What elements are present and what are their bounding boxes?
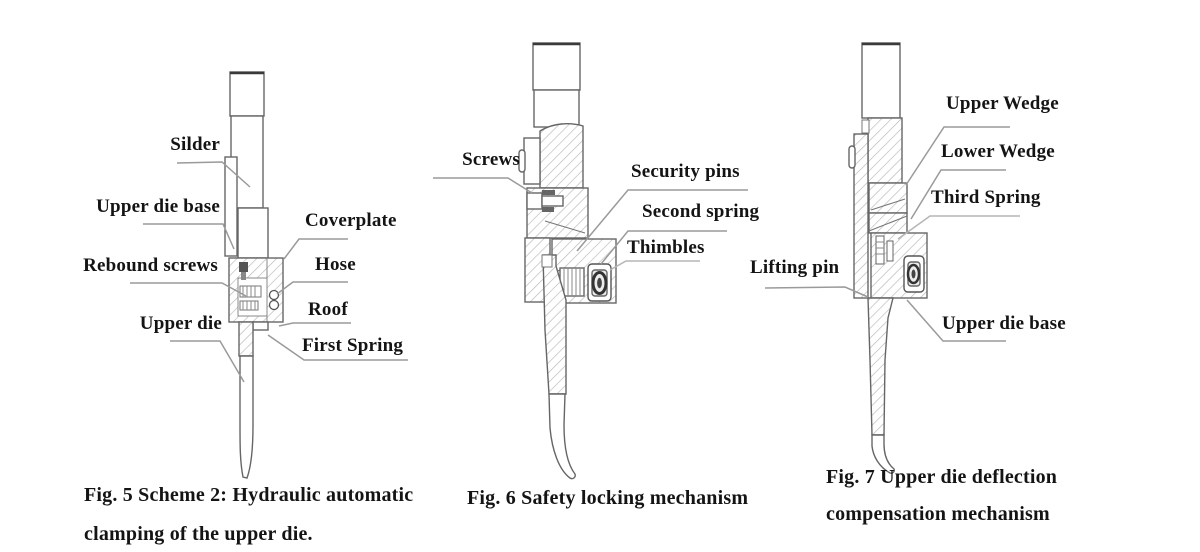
- fig6-label-security-pins: Security pins: [631, 161, 740, 182]
- fig5-upper-die-blade: [238, 321, 254, 479]
- fig7-label-lifting-pin: Lifting pin: [750, 257, 840, 278]
- fig5-label-upper-die-base: Upper die base: [96, 196, 220, 217]
- fig5-label-hose: Hose: [315, 254, 356, 275]
- fig6-upper-die-blade: [541, 254, 576, 480]
- fig5-label-upper-die: Upper die: [139, 313, 222, 334]
- fig7-caption-line1: Fig. 7 Upper die deflection: [826, 466, 1058, 488]
- fig7-side-plate: [848, 133, 869, 299]
- fig6-label-second-spring: Second spring: [642, 201, 760, 222]
- fig5-label-first-spring: First Spring: [302, 335, 404, 356]
- fig5-drawing: [224, 71, 284, 479]
- fig5-caption-line2: clamping of the upper die.: [84, 523, 313, 545]
- fig6-slider-rod: [532, 42, 581, 128]
- fig7-label-upper-die-base: Upper die base: [942, 313, 1066, 334]
- fig5-label-roof: Roof: [308, 299, 348, 320]
- fig7-wedges: [868, 182, 908, 234]
- fig7-slider-rod: [861, 42, 903, 184]
- fig6-leader-lines: [433, 177, 748, 271]
- fig5-label-rebound-screws: Rebound screws: [83, 255, 218, 276]
- fig5-leader-lines: [130, 161, 408, 383]
- fig7-label-lower-wedge: Lower Wedge: [941, 141, 1055, 162]
- fig6-drawing: [518, 42, 617, 480]
- fig7-die-base-block: [870, 232, 928, 299]
- fig5-slider-rod: [224, 71, 265, 257]
- fig7-leader-lines: [764, 126, 1020, 342]
- fig7-label-third-spring: Third Spring: [931, 187, 1041, 208]
- fig7-upper-die-blade: [867, 297, 895, 474]
- fig5-label-coverplate: Coverplate: [305, 210, 397, 231]
- fig5-upper-die-base: [237, 207, 269, 259]
- fig6-label-screws: Screws: [462, 149, 520, 170]
- fig5-clamp-block: [228, 257, 284, 331]
- fig7-label-upper-wedge: Upper Wedge: [946, 93, 1059, 114]
- fig5-label-silder: Silder: [170, 134, 220, 155]
- fig6-caption-line1: Fig. 6 Safety locking mechanism: [467, 487, 749, 509]
- fig6-label-thimbles: Thimbles: [627, 237, 705, 258]
- fig5-caption-line1: Fig. 5 Scheme 2: Hydraulic automatic: [84, 484, 414, 506]
- fig7-caption-line2: compensation mechanism: [826, 503, 1050, 525]
- fig7-drawing: [848, 42, 928, 474]
- fig6-screw: [526, 190, 564, 212]
